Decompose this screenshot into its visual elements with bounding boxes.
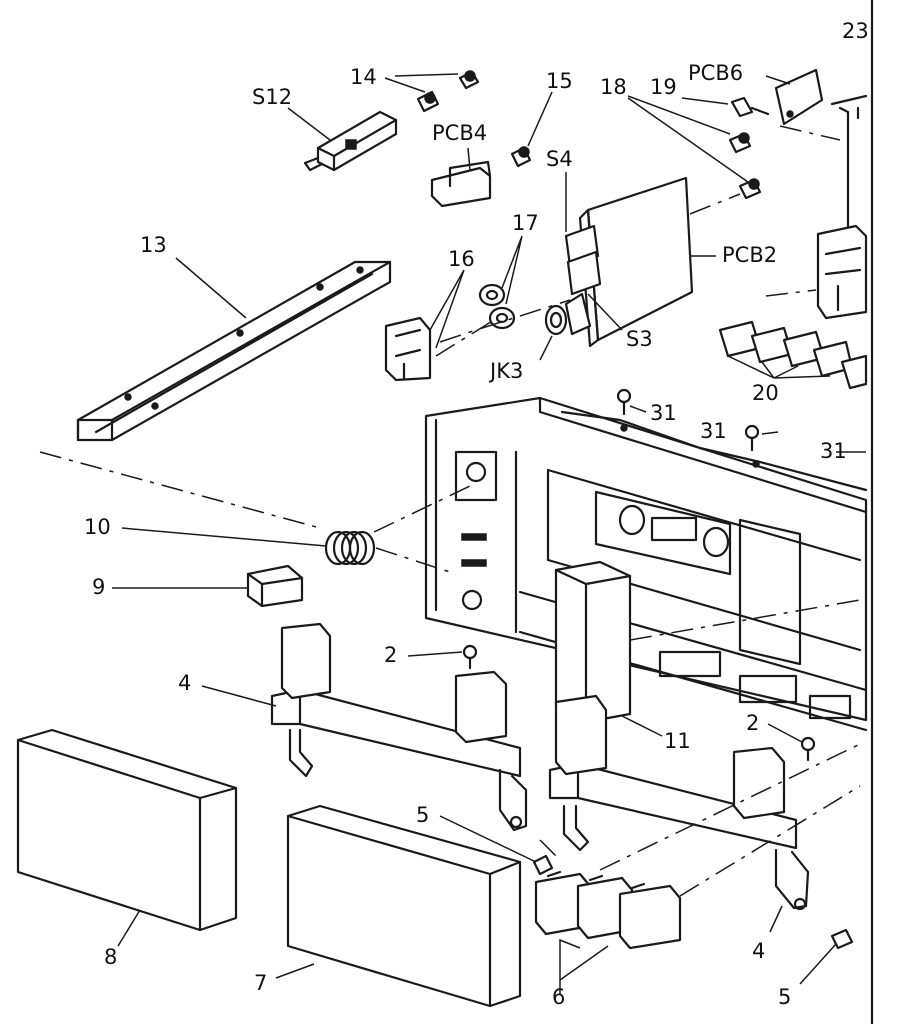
assembly-lines xyxy=(39,125,861,897)
label-31-c: 31 xyxy=(820,439,847,463)
label-5-a: 5 xyxy=(416,803,429,827)
part-19-screw xyxy=(730,96,770,118)
label-8: 8 xyxy=(104,945,117,969)
label-13: 13 xyxy=(140,233,167,257)
label-17: 17 xyxy=(512,211,539,235)
part-14-screws xyxy=(416,70,480,113)
part-10-spring xyxy=(324,530,376,566)
part-9-button xyxy=(246,564,304,608)
part-pcb6-board xyxy=(774,68,824,126)
part-s12-switch xyxy=(303,110,398,172)
label-s12: S12 xyxy=(252,85,292,109)
label-15: 15 xyxy=(546,69,573,93)
label-4-b: 4 xyxy=(752,939,765,963)
label-4-a: 4 xyxy=(178,671,191,695)
part-23-bracket xyxy=(816,94,868,320)
label-6: 6 xyxy=(552,985,565,1009)
label-10: 10 xyxy=(84,515,111,539)
label-jk3: JK3 xyxy=(488,359,523,383)
part-pcb4-board xyxy=(430,160,492,208)
part-4-left-bracket xyxy=(270,622,528,832)
part-5-springs xyxy=(532,854,854,950)
label-pcb2: PCB2 xyxy=(722,243,777,267)
label-9: 9 xyxy=(92,575,105,599)
part-13-rail xyxy=(76,260,392,442)
label-2-b: 2 xyxy=(746,711,759,735)
part-16-bracket xyxy=(384,316,432,382)
label-31-a: 31 xyxy=(650,401,677,425)
label-7: 7 xyxy=(254,971,267,995)
label-23: 23 xyxy=(842,19,869,43)
label-19: 19 xyxy=(650,75,677,99)
label-pcb4: PCB4 xyxy=(432,121,487,145)
label-s4: S4 xyxy=(546,147,573,171)
part-15-screw xyxy=(510,146,532,168)
part-6-buttons xyxy=(534,870,682,950)
part-4-right-bracket xyxy=(548,694,810,911)
part-2-screws xyxy=(462,644,816,762)
main-chassis xyxy=(424,396,868,732)
leader-lines xyxy=(112,73,866,994)
label-20: 20 xyxy=(752,381,779,405)
part-31-screws xyxy=(616,388,760,452)
label-18: 18 xyxy=(600,75,627,99)
part-7-panel xyxy=(286,804,522,1008)
label-14: 14 xyxy=(350,65,377,89)
label-5-b: 5 xyxy=(778,985,791,1009)
label-11: 11 xyxy=(664,729,691,753)
part-pcb2-board xyxy=(544,176,694,348)
part-18-screws xyxy=(728,132,762,200)
label-16: 16 xyxy=(448,247,475,271)
part-8-panel xyxy=(16,728,238,932)
label-31-b: 31 xyxy=(700,419,727,443)
part-20-buttons xyxy=(718,320,868,390)
label-pcb6: PCB6 xyxy=(688,61,743,85)
label-2-a: 2 xyxy=(384,643,397,667)
callout-labels: 23 14 15 18 19 PCB6 S12 PCB4 S4 13 17 16… xyxy=(84,19,869,1009)
label-s3: S3 xyxy=(626,327,653,351)
